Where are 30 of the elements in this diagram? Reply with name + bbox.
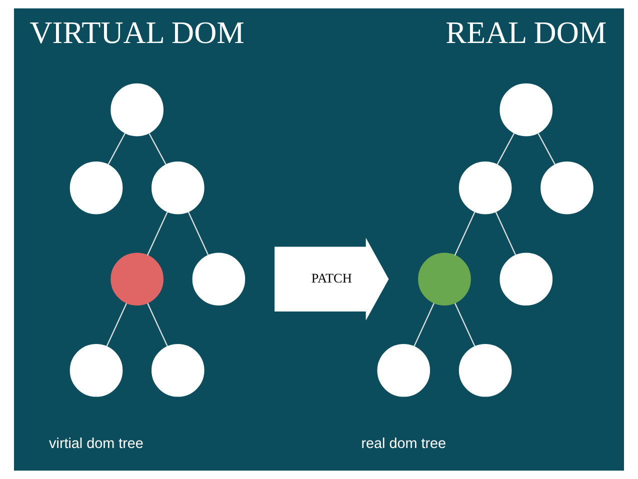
connector — [495, 212, 516, 256]
connector — [106, 302, 128, 347]
connector — [454, 212, 476, 256]
connector — [537, 132, 556, 165]
node-circle — [152, 344, 204, 397]
connector — [148, 132, 167, 165]
node-circle — [418, 252, 471, 306]
node-circle — [152, 161, 204, 214]
connector — [146, 212, 168, 256]
node-circle — [110, 252, 164, 306]
node-circle — [70, 344, 123, 397]
node-circle — [70, 161, 123, 214]
node-circle — [192, 252, 246, 306]
label: virtial dom tree — [49, 436, 144, 452]
connector — [496, 132, 515, 165]
node-circle — [110, 83, 164, 136]
connector — [454, 302, 476, 347]
connector — [147, 302, 168, 347]
node-circle — [458, 161, 512, 214]
label: VIRTUAL DOM — [30, 14, 244, 50]
node-circle — [500, 83, 553, 136]
connector — [108, 132, 126, 165]
label: real dom tree — [361, 436, 446, 452]
label: REAL DOM — [446, 14, 607, 50]
node-circle — [458, 344, 512, 397]
node-circle — [377, 344, 430, 397]
node-circle — [500, 252, 553, 306]
node-circle — [540, 161, 594, 214]
connector — [188, 212, 209, 256]
connector — [413, 302, 434, 347]
